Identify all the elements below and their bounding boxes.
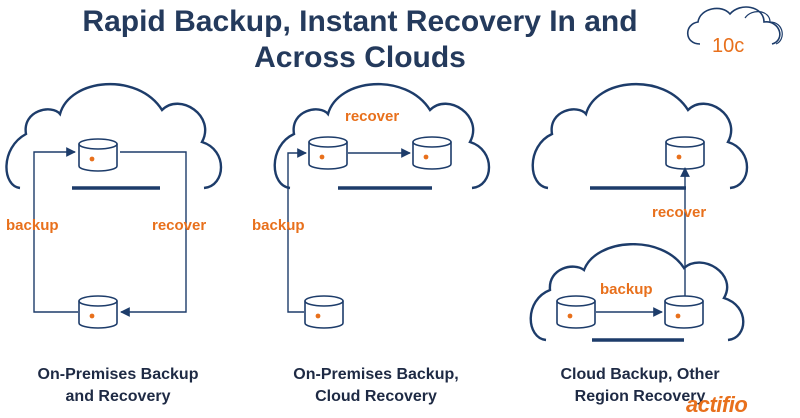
caption-line-1: On-Premises Backup, [293,366,459,383]
backup-label: backup [600,281,653,298]
panel-cross-region: recover backup [529,82,749,342]
backup-label: backup [6,217,59,234]
recovery-disk-icon [665,136,705,170]
backup-label: backup [252,217,305,234]
backup-disk-icon [664,295,704,329]
source-disk-icon [556,295,596,329]
cloud-shape [5,82,223,190]
cloud-disk-icon [78,138,118,172]
cloud-shape-lower [529,243,745,342]
panel-cloud-recovery: recover backup [252,82,491,329]
caption-line-2: and Recovery [65,388,171,405]
title-line-2: Across Clouds [254,41,466,74]
onprem-disk-icon [78,295,118,329]
caption-line-1: Cloud Backup, Other [560,366,720,383]
badge-cloud-icon: 10c [686,6,783,57]
cloud-shape [531,82,749,190]
recover-label: recover [152,217,206,234]
caption-panel-3: Cloud Backup, Other Region Recovery [520,364,760,408]
backup-arrow [33,147,78,313]
caption-line-2: Region Recovery [574,388,706,405]
recover-arrow [120,151,187,317]
caption-panel-1: On-Premises Backup and Recovery [0,364,238,408]
backup-arrow [287,148,307,313]
actifio-logo: actifio [686,392,748,417]
onprem-disk-icon [304,295,344,329]
title-line-1: Rapid Backup, Instant Recovery In and [82,5,638,38]
panel-on-premises: backup recover [5,82,223,329]
recover-label: recover [345,108,399,125]
page-title: Rapid Backup, Instant Recovery In and Ac… [40,4,680,76]
badge-text: 10c [712,35,744,57]
cloud-shape [273,82,491,190]
recovery-disk-icon [412,136,452,170]
caption-line-2: Cloud Recovery [315,388,437,405]
caption-line-1: On-Premises Backup [37,366,199,383]
cloud-disk-icon [308,136,348,170]
caption-panel-2: On-Premises Backup, Cloud Recovery [256,364,496,408]
recover-label: recover [652,204,706,221]
